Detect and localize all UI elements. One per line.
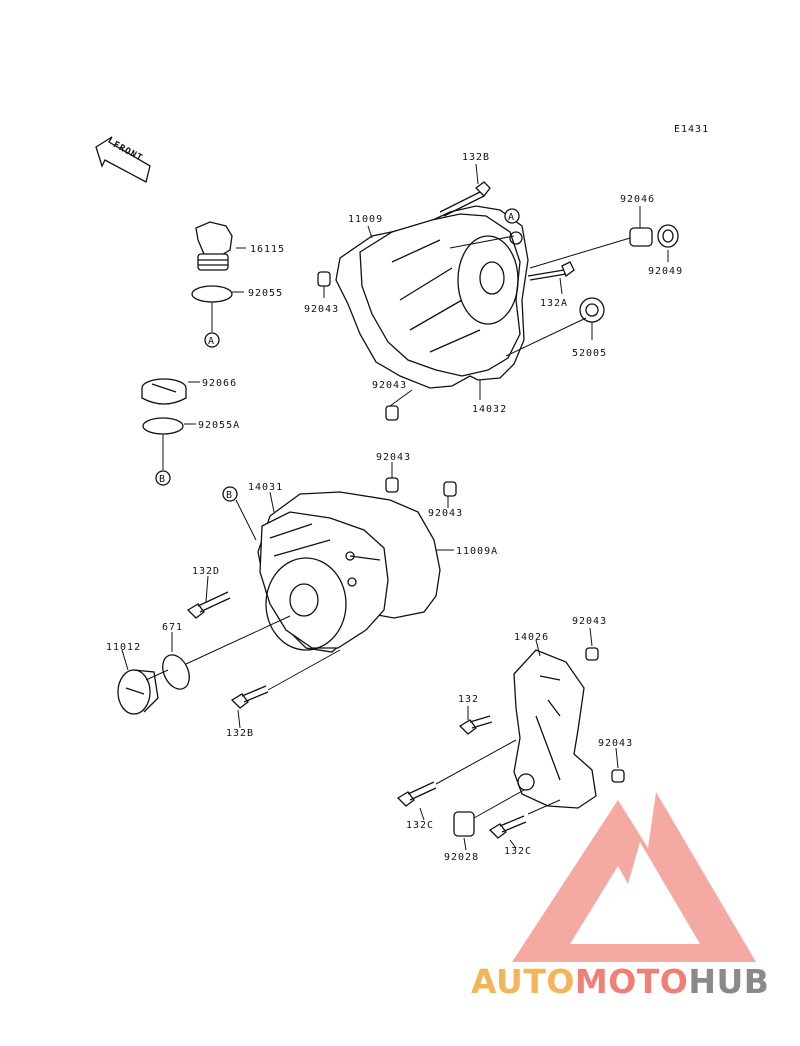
bolt-132C-right bbox=[488, 815, 527, 839]
plug-11012 bbox=[117, 669, 159, 715]
callout-B-upper-text: B bbox=[226, 490, 233, 501]
label-14026: 14026 bbox=[514, 632, 549, 643]
o-ring-92055 bbox=[191, 285, 233, 303]
watermark-auto: AUTO bbox=[471, 962, 575, 1001]
callout-A-lower-text: A bbox=[208, 336, 215, 347]
watermark-moto: MOTO bbox=[574, 962, 689, 1001]
label-132C-right: 132C bbox=[504, 846, 532, 857]
bolt-132 bbox=[458, 715, 493, 735]
label-14031: 14031 bbox=[248, 482, 283, 493]
diagram-code: E1431 bbox=[674, 124, 709, 135]
clutch-cover-14032 bbox=[359, 213, 521, 377]
label-92043-c: 92043 bbox=[376, 452, 411, 463]
label-132A: 132A bbox=[540, 298, 568, 309]
part-labels: 132B 11009 92046 16115 92049 92055 132A … bbox=[106, 152, 683, 863]
label-132D: 132D bbox=[192, 566, 220, 577]
cover-hub bbox=[479, 261, 505, 295]
dowel-92043-a bbox=[317, 271, 331, 287]
label-132C-left: 132C bbox=[406, 820, 434, 831]
label-132: 132 bbox=[458, 694, 479, 705]
o-ring-671 bbox=[162, 654, 190, 690]
watermark-hub: HUB bbox=[688, 962, 770, 1001]
label-92028: 92028 bbox=[444, 852, 479, 863]
label-92043-f: 92043 bbox=[598, 738, 633, 749]
label-92049: 92049 bbox=[648, 266, 683, 277]
dowel-92043-c bbox=[385, 477, 399, 493]
oil-filler-plug-16115 bbox=[195, 221, 233, 271]
label-11012: 11012 bbox=[106, 642, 141, 653]
label-16115: 16115 bbox=[250, 244, 285, 255]
label-11009A: 11009A bbox=[456, 546, 498, 557]
bolt-132B-top bbox=[439, 181, 491, 217]
generator-cover-14031 bbox=[259, 511, 389, 649]
front-arrow-icon: FRONT bbox=[95, 136, 151, 183]
label-132B-bottom: 132B bbox=[226, 728, 254, 739]
callout-B-lower bbox=[155, 470, 171, 486]
label-11009: 11009 bbox=[348, 214, 383, 225]
label-92043-d: 92043 bbox=[428, 508, 463, 519]
gasket-11009 bbox=[335, 205, 529, 389]
clutch-cover-assembly: A bbox=[317, 181, 679, 421]
callout-A-lower bbox=[204, 332, 220, 348]
spacer-92028 bbox=[453, 811, 475, 837]
bolt-132A bbox=[527, 261, 575, 281]
dowel-92043-b bbox=[385, 405, 399, 421]
bolt-132B-bottom bbox=[230, 685, 269, 709]
dowel-92043-e bbox=[585, 647, 599, 661]
label-14032: 14032 bbox=[472, 404, 507, 415]
label-92043-a: 92043 bbox=[304, 304, 339, 315]
label-671: 671 bbox=[162, 622, 183, 633]
dowel-92043-d bbox=[443, 481, 457, 497]
bushing-92046 bbox=[629, 227, 653, 247]
callout-B-lower-text: B bbox=[159, 474, 166, 485]
label-132B-top: 132B bbox=[462, 152, 490, 163]
bolt-132D bbox=[186, 591, 231, 619]
o-ring-92055A bbox=[142, 417, 184, 435]
label-92046: 92046 bbox=[620, 194, 655, 205]
callout-A-upper bbox=[504, 208, 520, 224]
callout-B-upper bbox=[222, 486, 238, 502]
label-92055A: 92055A bbox=[198, 420, 240, 431]
dowel-92043-f bbox=[611, 769, 625, 783]
leader-lines bbox=[121, 163, 669, 851]
watermark-text: AUTOMOTOHUB bbox=[471, 962, 769, 1001]
label-92043-e: 92043 bbox=[572, 616, 607, 627]
generator-cover-assembly: B bbox=[117, 477, 457, 715]
seal-92049 bbox=[657, 224, 679, 248]
label-52005: 52005 bbox=[572, 348, 607, 359]
label-92066: 92066 bbox=[202, 378, 237, 389]
cover-dome bbox=[457, 235, 519, 325]
bracket-assembly bbox=[396, 647, 625, 839]
watermark-logo-icon bbox=[512, 792, 756, 962]
callout-A-upper-text: A bbox=[508, 212, 515, 223]
bracket-14026 bbox=[513, 649, 597, 809]
bolt-132C-left bbox=[396, 781, 437, 807]
label-92043-b: 92043 bbox=[372, 380, 407, 391]
seal-52005 bbox=[579, 297, 605, 323]
label-92055: 92055 bbox=[248, 288, 283, 299]
plug-92066 bbox=[141, 378, 187, 405]
